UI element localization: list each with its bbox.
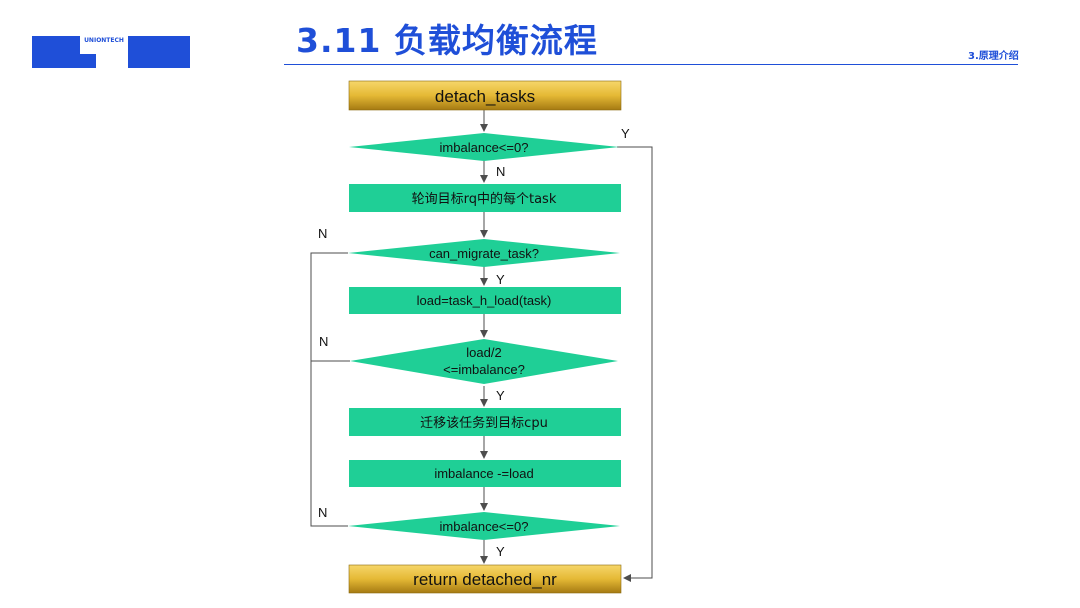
process-migrate [349, 408, 621, 436]
branch-label-y1: Y [621, 126, 630, 141]
process-load [349, 287, 621, 314]
branch-label-y3: Y [496, 388, 505, 403]
process-update-imbalance [349, 460, 621, 487]
start-label: detach_tasks [435, 87, 535, 106]
branch-label-n1: N [496, 164, 505, 179]
end-label: return detached_nr [413, 570, 557, 589]
decision-3-line2: <=imbalance? [443, 362, 525, 377]
decision-imbalance-check1 [349, 133, 619, 161]
branch-label-n4: N [318, 505, 327, 520]
end-terminal [348, 564, 622, 594]
branch-label-y4: Y [496, 544, 505, 559]
decision-1-label: imbalance<=0? [440, 140, 529, 155]
decision-load-half [350, 339, 618, 384]
logo-text: UNIONTECH [84, 37, 124, 44]
title-divider [284, 64, 1018, 65]
start-terminal [348, 80, 622, 111]
decision-can-migrate [348, 239, 620, 267]
section-label: 3.原理介绍 [968, 51, 1019, 62]
decision-2-label: can_migrate_task? [429, 246, 539, 261]
uniontech-logo: UNIONTECH [32, 36, 190, 68]
branch-label-y2: Y [496, 272, 505, 287]
process-loop-tasks [349, 184, 621, 212]
decision-imbalance-check2 [348, 512, 620, 540]
process-migrate-label: 迁移该任务到目标cpu [420, 415, 548, 431]
process-loop-label: 轮询目标rq中的每个task [412, 191, 557, 207]
page-title: 3.11 负载均衡流程 [296, 21, 598, 60]
edge-check1-yes-end [617, 146, 653, 582]
decision-3-line1: load/2 [466, 345, 501, 360]
decision-4-label: imbalance<=0? [440, 519, 529, 534]
process-load-label: load=task_h_load(task) [417, 293, 552, 308]
process-update-label: imbalance -=load [434, 466, 533, 481]
branch-label-n2: N [318, 226, 327, 241]
edge-no-loop-back [310, 252, 348, 527]
branch-label-n3: N [319, 334, 328, 349]
